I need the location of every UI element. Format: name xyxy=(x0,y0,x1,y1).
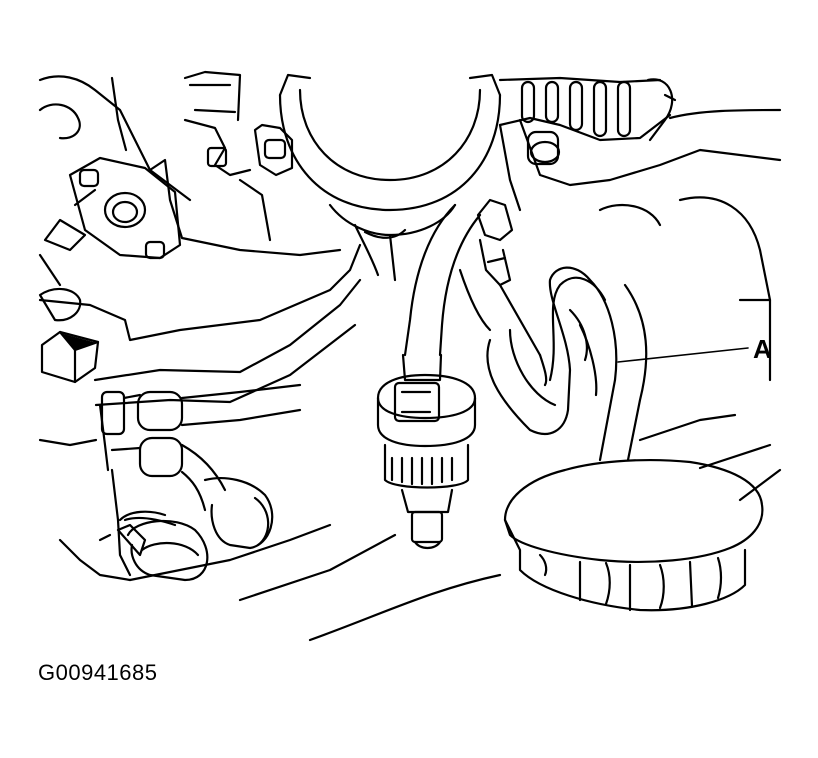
throttle-body xyxy=(278,73,502,237)
vacuum-pipe xyxy=(353,203,492,357)
sensor-nipple xyxy=(476,198,514,287)
left-hoses xyxy=(98,383,302,582)
engine-block-outline xyxy=(38,75,502,642)
hose-a xyxy=(486,266,648,462)
callout-a-group: A xyxy=(617,334,772,364)
filler-cap xyxy=(503,458,764,612)
callout-label-a: A xyxy=(753,334,772,364)
top-connectors xyxy=(183,70,294,242)
purge-valve xyxy=(376,353,477,550)
manifold-right xyxy=(498,118,782,502)
mounting-bracket xyxy=(38,156,182,287)
figure-id-label: G00941685 xyxy=(38,660,158,685)
intake-ribbed-pipe xyxy=(498,76,782,166)
left-lower-parts xyxy=(38,287,100,384)
callout-leader-line xyxy=(617,347,749,363)
